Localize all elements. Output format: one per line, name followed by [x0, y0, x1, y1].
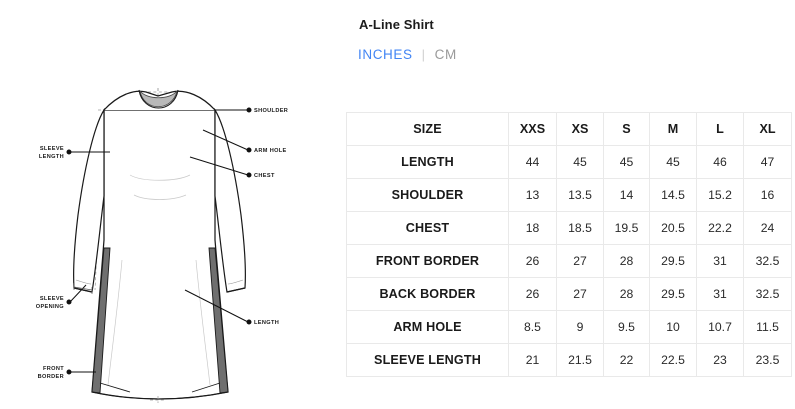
- garment-body: [91, 90, 229, 400]
- right-sleeve: [214, 107, 246, 293]
- cell-value: 23: [696, 343, 744, 377]
- cell-value: 9: [556, 310, 604, 344]
- side-border-panels: [91, 247, 229, 394]
- size-table-container: SIZE XXS XS S M L XL LENGTH 44 45 45 45 …: [346, 112, 792, 377]
- label-shoulder: SHOULDER: [254, 108, 288, 114]
- cell-value: 28: [603, 277, 650, 311]
- row-label: SLEEVE LENGTH: [346, 343, 509, 377]
- cell-value: 44: [508, 145, 557, 179]
- table-header-xxs: XXS: [508, 112, 557, 146]
- cell-value: 13: [508, 178, 557, 212]
- row-label: CHEST: [346, 211, 509, 245]
- unit-tab-cm[interactable]: CM: [434, 47, 457, 62]
- hem-center-tick: [150, 396, 166, 403]
- table-header-size: SIZE: [346, 112, 509, 146]
- drape-detail-lines: [107, 174, 211, 386]
- label-sleeve-opening-line1: SLEEVE: [40, 296, 64, 302]
- cell-value: 19.5: [603, 211, 650, 245]
- cell-value: 28: [603, 244, 650, 278]
- label-sleeve-length-line1: SLEEVE: [40, 146, 64, 152]
- table-row: SLEEVE LENGTH 21 21.5 22 22.5 23 23.5: [346, 343, 792, 377]
- size-chart-table: SIZE XXS XS S M L XL LENGTH 44 45 45 45 …: [346, 112, 792, 377]
- table-header-m: M: [649, 112, 697, 146]
- row-label: ARM HOLE: [346, 310, 509, 344]
- cell-value: 21.5: [556, 343, 604, 377]
- table-row: LENGTH 44 45 45 45 46 47: [346, 145, 792, 179]
- cell-value: 22: [603, 343, 650, 377]
- cell-value: 21: [508, 343, 557, 377]
- cell-value: 14.5: [649, 178, 697, 212]
- row-label: BACK BORDER: [346, 277, 509, 311]
- cell-value: 27: [556, 244, 604, 278]
- hem-seam-detail: [91, 382, 229, 400]
- cell-value: 47: [743, 145, 792, 179]
- cell-value: 20.5: [649, 211, 697, 245]
- table-row: ARM HOLE 8.5 9 9.5 10 10.7 11.5: [346, 310, 792, 344]
- table-row: SHOULDER 13 13.5 14 14.5 15.2 16: [346, 178, 792, 212]
- label-sleeve-length-line2: LENGTH: [39, 154, 64, 160]
- cell-value: 8.5: [508, 310, 557, 344]
- cell-value: 10.7: [696, 310, 744, 344]
- callout-leaders: [66, 107, 252, 375]
- unit-toggle-divider: |: [421, 47, 426, 62]
- cell-value: 13.5: [556, 178, 604, 212]
- row-label: SHOULDER: [346, 178, 509, 212]
- garment-technical-drawing: SHOULDER ARM HOLE CHEST LENGTH SLEEVE LE…: [36, 88, 288, 403]
- table-header-xl: XL: [743, 112, 792, 146]
- table-header-row: SIZE XXS XS S M L XL: [346, 112, 792, 146]
- cell-value: 46: [696, 145, 744, 179]
- cell-value: 31: [696, 277, 744, 311]
- cell-value: 26: [508, 277, 557, 311]
- label-arm-hole: ARM HOLE: [254, 148, 287, 154]
- cell-value: 22.5: [649, 343, 697, 377]
- cell-value: 22.2: [696, 211, 744, 245]
- cell-value: 27: [556, 277, 604, 311]
- row-label: LENGTH: [346, 145, 509, 179]
- size-chart-panel: A-Line Shirt INCHES | CM SIZE XXS XS S M…: [346, 0, 795, 409]
- cell-value: 45: [556, 145, 604, 179]
- cell-value: 45: [603, 145, 650, 179]
- cell-value: 26: [508, 244, 557, 278]
- cell-value: 14: [603, 178, 650, 212]
- cell-value: 9.5: [603, 310, 650, 344]
- page-title: A-Line Shirt: [359, 17, 434, 32]
- cell-value: 32.5: [743, 277, 792, 311]
- table-header-s: S: [603, 112, 650, 146]
- cell-value: 45: [649, 145, 697, 179]
- label-sleeve-opening-line2: OPENING: [36, 304, 64, 310]
- unit-toggle[interactable]: INCHES | CM: [358, 47, 457, 62]
- cell-value: 11.5: [743, 310, 792, 344]
- unit-tab-inches[interactable]: INCHES: [358, 47, 413, 62]
- row-label: FRONT BORDER: [346, 244, 509, 278]
- cell-value: 24: [743, 211, 792, 245]
- table-row: BACK BORDER 26 27 28 29.5 31 32.5: [346, 277, 792, 311]
- table-row: FRONT BORDER 26 27 28 29.5 31 32.5: [346, 244, 792, 278]
- cell-value: 16: [743, 178, 792, 212]
- cell-value: 10: [649, 310, 697, 344]
- sleeve-opening-bracket: [73, 283, 93, 294]
- left-sleeve: [73, 107, 105, 293]
- table-header-l: L: [696, 112, 744, 146]
- cell-value: 31: [696, 244, 744, 278]
- cell-value: 18: [508, 211, 557, 245]
- cell-value: 29.5: [649, 244, 697, 278]
- cell-value: 23.5: [743, 343, 792, 377]
- cell-value: 15.2: [696, 178, 744, 212]
- label-chest: CHEST: [254, 173, 275, 179]
- label-front-border-line2: BORDER: [38, 374, 64, 380]
- garment-illustration-panel: SHOULDER ARM HOLE CHEST LENGTH SLEEVE LE…: [0, 0, 340, 409]
- table-row: CHEST 18 18.5 19.5 20.5 22.2 24: [346, 211, 792, 245]
- cell-value: 32.5: [743, 244, 792, 278]
- neckline-collar: [138, 89, 179, 109]
- label-front-border-line1: FRONT: [43, 366, 64, 372]
- table-header-xs: XS: [556, 112, 604, 146]
- label-length: LENGTH: [254, 320, 279, 326]
- cell-value: 18.5: [556, 211, 604, 245]
- cell-value: 29.5: [649, 277, 697, 311]
